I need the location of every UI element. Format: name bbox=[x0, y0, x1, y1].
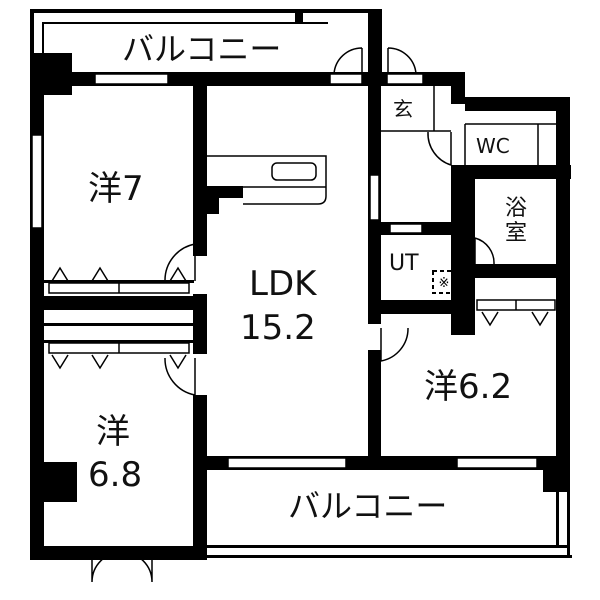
balcony-bottom-label: バルコニー bbox=[288, 487, 448, 525]
western-room-6-2-label: 洋6.2 bbox=[424, 367, 513, 407]
wc-label: WC bbox=[476, 134, 510, 158]
western-room-6-8-label-line2: 6.8 bbox=[88, 455, 143, 495]
ldk-label-line1: LDK bbox=[249, 264, 317, 304]
balcony-top-label: バルコニー bbox=[122, 30, 282, 68]
western-room-6-8-label-line1: 洋 bbox=[96, 412, 130, 452]
svg-text:※: ※ bbox=[439, 276, 450, 291]
bath-label: 浴室 bbox=[504, 196, 527, 247]
utility-label: UT bbox=[389, 251, 419, 276]
western-room-7-label: 洋7 bbox=[88, 169, 144, 209]
ldk-area-label: 15.2 bbox=[240, 308, 316, 348]
entrance-label: 玄 bbox=[393, 97, 413, 121]
